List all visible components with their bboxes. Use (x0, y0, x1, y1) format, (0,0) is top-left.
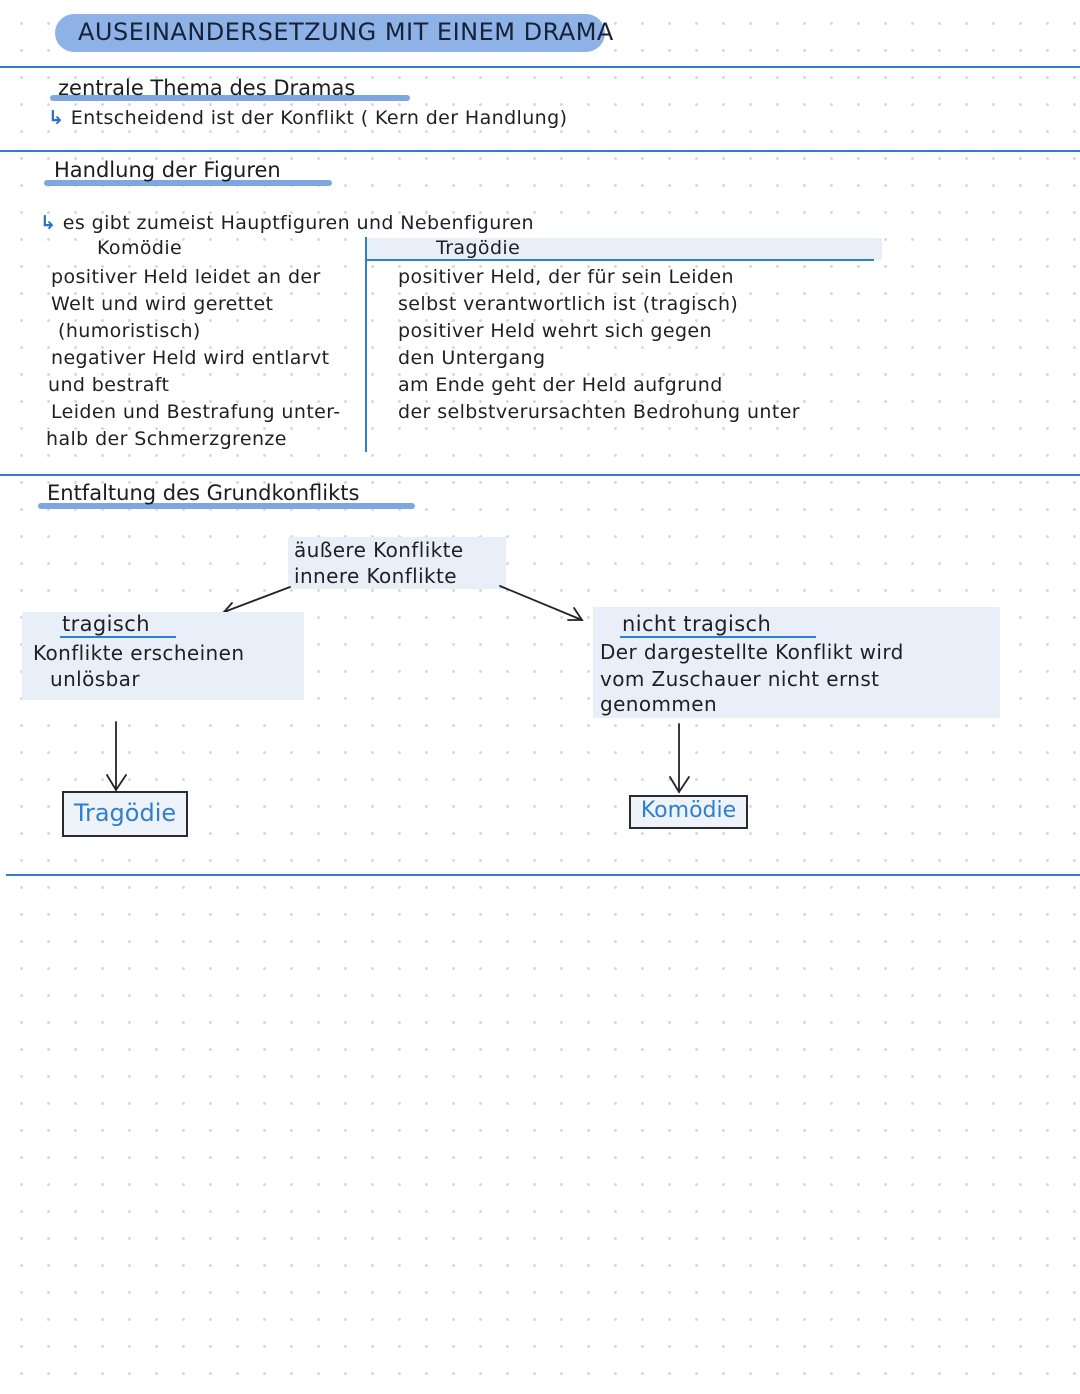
arrow-down-left-head (106, 774, 127, 792)
tragic-line: Konflikte erscheinen (33, 641, 245, 665)
theme-line: ↳ Entscheidend ist der Konflikt ( Kern d… (48, 107, 567, 129)
tragic-line: unlösbar (50, 667, 140, 691)
arrow-right-line (499, 585, 583, 621)
arrow-icon: ↳ (40, 212, 57, 234)
col-left-line: positiver Held leidet an der (51, 266, 321, 288)
center-line-inner: innere Konflikte (294, 564, 457, 588)
section-heading-figures: Handlung der Figuren (54, 158, 281, 182)
col-header-komoedie: Komödie (97, 237, 183, 259)
nontragic-line: vom Zuschauer nicht ernst (600, 667, 880, 691)
arrow-right-head (567, 607, 584, 621)
arrow-left-line (223, 586, 291, 613)
table-header-line (366, 259, 874, 261)
header-highlight (366, 238, 882, 260)
col-left-line: negativer Held wird entlarvt (51, 347, 330, 369)
arrow-down-right-head (669, 776, 690, 794)
section-heading-conflict: Entfaltung des Grundkonflikts (47, 481, 360, 505)
nontragic-title: nicht tragisch (622, 612, 772, 636)
nontragic-highlight (593, 607, 1000, 718)
col-header-tragoedie: Tragödie (436, 237, 521, 259)
heading-underline (44, 180, 332, 186)
divider (0, 474, 1080, 476)
col-right-line: positiver Held wehrt sich gegen (398, 320, 712, 342)
col-left-line: Welt und wird gerettet (51, 293, 274, 315)
divider (0, 66, 1080, 68)
tragic-title-underline (60, 636, 176, 638)
result-komoedie: Komödie (629, 795, 748, 829)
tragic-title: tragisch (62, 612, 150, 636)
col-right-line: positiver Held, der für sein Leiden (398, 266, 734, 288)
figures-intro-text: es gibt zumeist Hauptfiguren und Nebenfi… (62, 212, 534, 234)
heading-underline (38, 503, 415, 509)
heading-underline (50, 95, 410, 101)
section-heading-theme: zentrale Thema des Dramas (58, 76, 356, 100)
center-line-outer: äußere Konflikte (294, 538, 464, 562)
col-left-line: Leiden und Bestrafung unter- (51, 401, 341, 423)
nontragic-title-underline (620, 636, 816, 638)
col-right-line: am Ende geht der Held aufgrund (398, 374, 723, 396)
title-pill (55, 14, 605, 52)
col-left-line: und bestraft (48, 374, 170, 396)
nontragic-line: genommen (600, 692, 718, 716)
theme-text: Entscheidend ist der Konflikt ( Kern der… (70, 107, 568, 129)
col-right-line: den Untergang (398, 347, 546, 369)
figures-intro: ↳ es gibt zumeist Hauptfiguren und Neben… (40, 212, 534, 234)
result-tragoedie: Tragödie (62, 791, 188, 837)
col-left-line: (humoristisch) (58, 320, 201, 342)
divider (0, 150, 1080, 152)
nontragic-line: Der dargestellte Konflikt wird (600, 640, 904, 664)
col-right-line: der selbstverursachten Bedrohung unter (398, 401, 800, 423)
divider (6, 874, 1080, 876)
center-highlight (288, 537, 506, 589)
table-column-divider (365, 237, 367, 452)
col-right-line: selbst verantwortlich ist (tragisch) (398, 293, 739, 315)
col-left-line: halb der Schmerzgrenze (46, 428, 287, 450)
page-title: AUSEINANDERSETZUNG MIT EINEM DRAMA (78, 18, 614, 46)
tragic-highlight (22, 612, 304, 700)
arrow-icon: ↳ (48, 107, 65, 129)
